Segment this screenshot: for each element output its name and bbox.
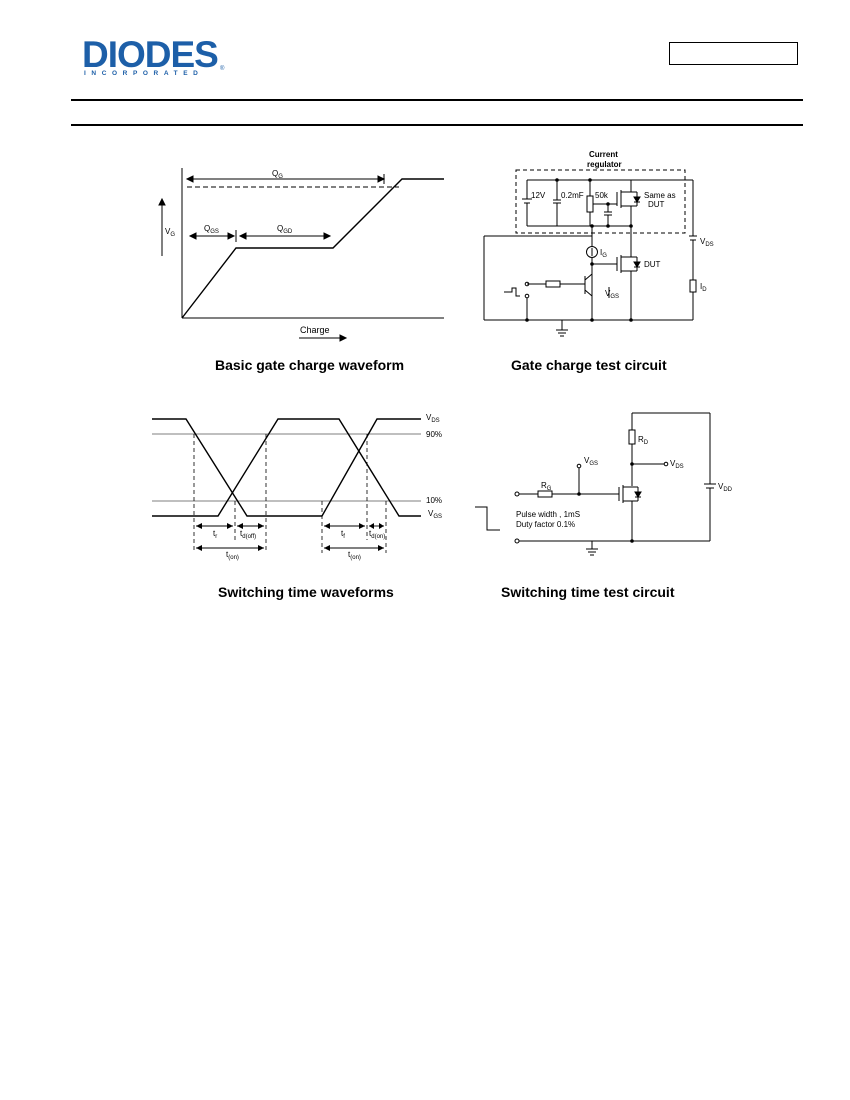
logo-wordmark: DIODES xyxy=(82,34,219,75)
label-tdoff: td(off) xyxy=(240,529,256,540)
label-vds: VDS xyxy=(426,413,440,424)
label-vgs: VGS xyxy=(605,289,619,300)
label-12v: 12V xyxy=(531,191,546,200)
part-number-box xyxy=(669,42,798,65)
label-vds: VDS xyxy=(670,459,684,470)
label-same-as-2: DUT xyxy=(648,200,665,209)
label-pulse-width: Pulse width , 1mS xyxy=(516,510,580,519)
qg-label: QG xyxy=(272,169,283,180)
header-rule-top xyxy=(71,99,803,101)
gate-charge-curve xyxy=(181,178,444,319)
label-vgs-top: VGS xyxy=(584,456,598,467)
label-rg: RG xyxy=(541,481,552,492)
regulator-label-1: Current xyxy=(589,150,618,159)
label-toff: t(on) xyxy=(348,550,361,561)
vds-waveform xyxy=(152,418,421,517)
label-rd: RD xyxy=(638,435,649,446)
caption-gate-charge-circuit: Gate charge test circuit xyxy=(511,357,667,373)
label-50k: 50k xyxy=(595,191,609,200)
label-90: 90% xyxy=(426,430,442,439)
label-vds: VDS xyxy=(700,237,714,248)
label-id: ID xyxy=(700,282,707,293)
label-duty-factor: Duty factor 0.1% xyxy=(516,520,575,529)
label-vgs: VGS xyxy=(428,509,442,520)
regulator-label-2: regulator xyxy=(587,160,622,169)
registered-mark: ® xyxy=(220,66,225,72)
label-ton: t(on) xyxy=(226,550,239,561)
label-same-as-1: Same as xyxy=(644,191,676,200)
current-regulator-box xyxy=(515,169,686,234)
vgs-waveform xyxy=(152,418,421,517)
label-cap: 0.2mF xyxy=(561,191,584,200)
label-tdon: td(on) xyxy=(369,529,385,540)
label-tf: tf xyxy=(341,529,345,540)
charge-label: Charge xyxy=(300,325,330,335)
label-ig: IG xyxy=(600,248,607,259)
diodes-logo: DIODES ® INCORPORATED xyxy=(82,34,232,80)
vg-label: VG xyxy=(165,227,175,238)
caption-switching-circuit: Switching time test circuit xyxy=(501,584,675,600)
label-tr: tr xyxy=(213,529,217,540)
label-dut: DUT xyxy=(644,260,661,269)
header-rule-bottom xyxy=(71,124,803,126)
caption-gate-charge-waveform: Basic gate charge waveform xyxy=(215,357,405,373)
logo-subtext: INCORPORATED xyxy=(84,70,204,77)
qgd-label: QGD xyxy=(277,224,293,235)
label-10: 10% xyxy=(426,496,442,505)
qgs-label: QGS xyxy=(204,224,219,235)
caption-switching-waveforms: Switching time waveforms xyxy=(218,584,394,600)
label-vdd: VDD xyxy=(718,482,733,493)
